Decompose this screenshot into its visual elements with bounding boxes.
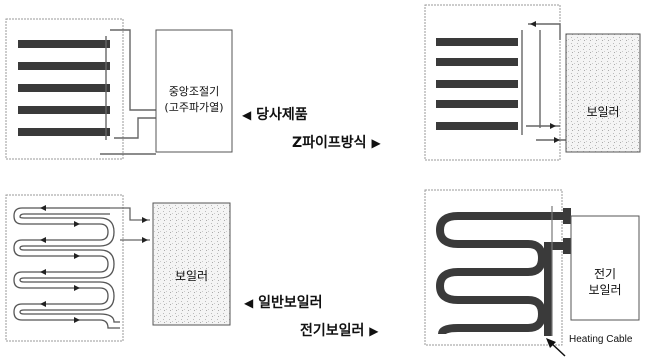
- heating-cable-label: Heating Cable: [569, 334, 633, 345]
- heating-cable: [436, 212, 566, 335]
- panel-top-left: [5, 18, 233, 160]
- heating-pipes: [436, 38, 518, 130]
- caption-ours-text: 당사제품: [256, 107, 308, 123]
- controller-label: 중앙조절기 (고주파가열): [156, 84, 232, 116]
- left-arrow-icon: ◀: [244, 296, 254, 310]
- panel-bottom-right: [424, 189, 640, 357]
- controller-label-line1: 중앙조절기: [168, 85, 220, 98]
- heating-cable-return: [544, 242, 566, 336]
- boiler-label-top-right: 보일러: [586, 105, 620, 119]
- central-controller-box: [155, 29, 233, 153]
- flow-arrows: [530, 21, 560, 143]
- electric-boiler-label: 전기 보일러: [571, 266, 639, 298]
- caption-general-boiler: ◀ 일반보일러: [244, 292, 323, 312]
- left-arrow-icon: ◀: [242, 108, 252, 122]
- electric-boiler-box: [570, 215, 640, 321]
- serpentine-pipe: [13, 207, 120, 329]
- connection-arrows: [142, 217, 148, 243]
- floor-area: [5, 194, 124, 342]
- caption-general-boiler-text: 일반보일러: [258, 295, 323, 311]
- controller-label-line2: (고주파가열): [164, 101, 224, 114]
- caption-z-pipe: Z파이프방식 ▶: [292, 132, 381, 152]
- caption-z-pipe-text: Z파이프방식: [292, 135, 367, 151]
- boiler-box: [152, 202, 231, 326]
- caption-electric-boiler: 전기보일러 ▶: [300, 320, 379, 340]
- right-arrow-icon: ▶: [371, 136, 381, 150]
- pointer-arrow-icon: [546, 338, 566, 357]
- boiler-box: [565, 33, 641, 153]
- connector-top: [563, 208, 571, 224]
- heating-pipes: [18, 40, 110, 136]
- boiler-label-bottom-left: 보일러: [174, 269, 209, 283]
- panel-top-right: [424, 4, 641, 161]
- panel-bottom-left: [5, 194, 231, 342]
- supply-lines: [100, 29, 160, 155]
- flow-arrows: [40, 205, 80, 323]
- connector-bottom: [563, 238, 571, 254]
- electric-boiler-line2: 보일러: [588, 283, 622, 297]
- electric-boiler-line1: 전기: [593, 267, 617, 281]
- right-arrow-icon: ▶: [369, 324, 379, 338]
- caption-electric-boiler-text: 전기보일러: [300, 323, 365, 339]
- caption-ours: ◀ 당사제품: [242, 104, 308, 124]
- serpentine-pipe-inner: [19, 213, 120, 323]
